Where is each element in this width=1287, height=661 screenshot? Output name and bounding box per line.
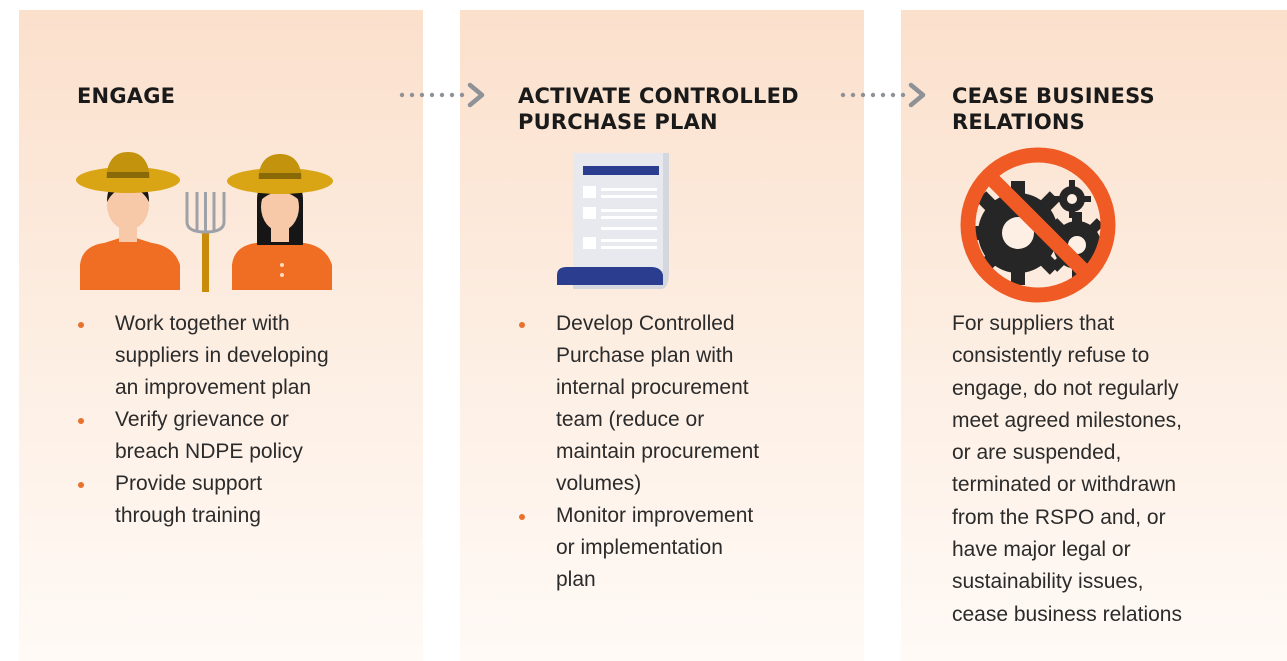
step-description: For suppliers that consistently refuse t… xyxy=(952,312,1182,626)
bullet-list: Work together with suppliers in developi… xyxy=(77,308,329,532)
farmers-with-pitchfork-icon xyxy=(76,152,333,292)
step-panel-cease-business-relations: CEASE BUSINESS RELATIONS xyxy=(901,10,1287,661)
step-title: ENGAGE xyxy=(77,83,175,109)
list-item: Develop Controlled Purchase plan with in… xyxy=(518,308,759,500)
step-panel-engage: ENGAGE Work together with suppliers in d… xyxy=(19,10,423,661)
step-title: ACTIVATE CONTROLLED PURCHASE PLAN xyxy=(518,84,799,134)
prohibited-gears-icon xyxy=(960,147,1116,303)
dotted-arrow-icon xyxy=(840,82,926,108)
step-title-line: ENGAGE xyxy=(77,84,176,108)
bullet-list: Develop Controlled Purchase plan with in… xyxy=(518,308,759,596)
list-item: Verify grievance or breach NDPE policy xyxy=(77,404,329,468)
list-item: Work together with suppliers in developi… xyxy=(77,308,329,404)
document-list-icon xyxy=(557,153,669,289)
list-item: Provide support through training xyxy=(77,468,329,532)
step-title: CEASE BUSINESS RELATIONS xyxy=(952,84,1155,134)
step-panel-activate-controlled-purchase-plan: ACTIVATE CONTROLLED PURCHASE PLAN Develo… xyxy=(460,10,864,661)
dotted-arrow-icon xyxy=(399,82,485,108)
list-item: Monitor improvement or implementation pl… xyxy=(518,500,759,596)
